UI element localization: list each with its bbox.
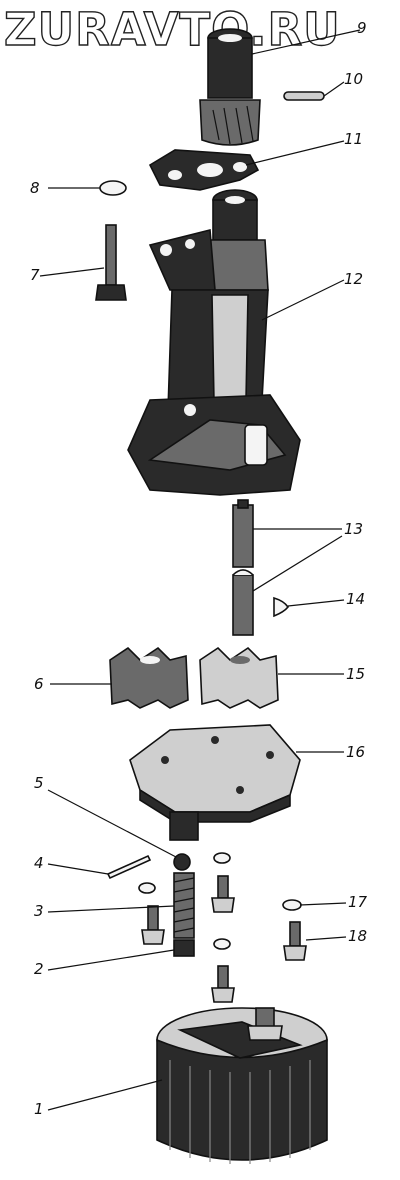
leader-2	[47, 949, 175, 971]
callout-3: 3	[34, 902, 44, 920]
part-cotter-pin	[106, 854, 152, 880]
leader-3	[47, 905, 175, 913]
callout-2: 2	[34, 960, 44, 978]
leader-18	[305, 936, 347, 941]
part-lock-washer	[99, 180, 127, 196]
callout-15: 15	[346, 665, 365, 683]
leader-13	[252, 528, 343, 592]
leader-11	[245, 140, 345, 166]
callout-12: 12	[344, 270, 363, 288]
part-valve-spring	[173, 872, 195, 939]
leader-5	[47, 789, 177, 858]
callout-10: 10	[344, 70, 363, 88]
callout-5: 5	[34, 774, 44, 792]
part-driven-gear	[109, 646, 189, 709]
leader-1	[47, 1079, 163, 1111]
callout-1: 1	[34, 1100, 44, 1118]
part-oil-intake-screen	[156, 1007, 328, 1164]
leader-9	[251, 29, 361, 55]
leader-10	[323, 81, 345, 97]
callout-13: 13	[344, 520, 363, 538]
part-screws	[141, 875, 307, 1003]
callout-6: 6	[34, 675, 44, 693]
watermark-logo: ZURAVTO.RU	[3, 2, 341, 56]
part-pump-housing	[127, 189, 301, 496]
callout-14: 14	[346, 590, 365, 608]
leader-14	[287, 599, 345, 607]
callout-8: 8	[30, 179, 40, 197]
callout-11: 11	[344, 130, 363, 148]
callout-18: 18	[348, 927, 367, 945]
leader-7	[39, 267, 105, 277]
part-mounting-bolt	[95, 224, 127, 301]
part-drive-gear-coupling	[199, 28, 261, 146]
leader-17	[299, 902, 347, 906]
leader-12	[261, 279, 345, 321]
part-pin	[283, 91, 325, 101]
callout-9: 9	[357, 19, 367, 37]
part-gasket	[148, 149, 260, 191]
part-valve-plug	[173, 939, 195, 957]
callout-4: 4	[34, 854, 44, 872]
callout-16: 16	[346, 743, 365, 761]
part-spring-washers	[138, 852, 302, 950]
leader-4	[47, 863, 109, 875]
callout-7: 7	[30, 266, 40, 284]
part-drive-gear	[199, 646, 279, 709]
part-valve-ball	[173, 853, 191, 871]
part-pump-cover	[129, 724, 301, 841]
callout-17: 17	[348, 893, 368, 911]
part-drive-shaft	[232, 499, 254, 636]
part-key	[273, 596, 289, 618]
